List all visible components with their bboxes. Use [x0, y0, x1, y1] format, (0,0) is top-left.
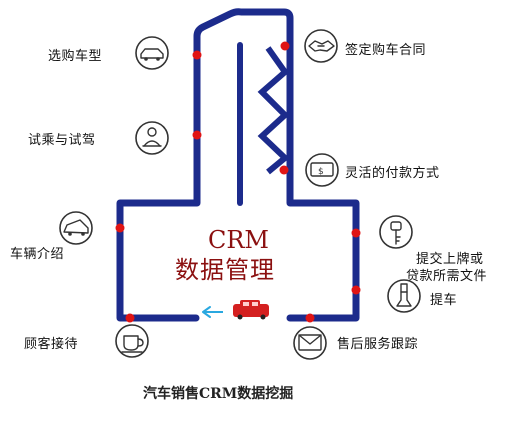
- svg-text:$: $: [318, 167, 324, 177]
- node-payment: [279, 165, 289, 175]
- label-documents-line2: 贷款所需文件: [406, 269, 487, 284]
- key-tag-icon: [379, 215, 413, 249]
- coffee-cup-icon: [115, 324, 149, 358]
- car-marker-icon: [233, 300, 269, 320]
- label-test-drive: 试乘与试驾: [28, 133, 96, 148]
- label-after-sales: 售后服务跟踪: [337, 336, 418, 352]
- car-side-icon: [59, 211, 93, 245]
- node-after-sales: [305, 313, 315, 323]
- node-test-drive: [192, 130, 202, 140]
- key-teeth: [257, 46, 290, 175]
- caption: 汽车销售CRM数据挖掘: [143, 385, 293, 402]
- label-vehicle-intro: 车辆介绍: [10, 246, 64, 262]
- node-introduction: [115, 223, 125, 233]
- label-pickup: 提车: [430, 292, 457, 308]
- node-contract: [280, 41, 290, 51]
- node-reception: [125, 313, 135, 323]
- node-pickup: [351, 285, 361, 295]
- envelope-icon: [293, 326, 327, 360]
- driver-icon: [135, 121, 169, 155]
- label-reception: 顾客接待: [24, 336, 78, 352]
- node-select-car: [192, 50, 202, 60]
- handshake-icon: [304, 29, 338, 63]
- title-crm: CRM: [208, 226, 269, 254]
- wrench-icon: [387, 279, 421, 313]
- label-documents-line1: 提交上牌或: [416, 251, 484, 267]
- label-payment: 灵活的付款方式: [345, 165, 440, 181]
- label-contract: 签定购车合同: [345, 42, 426, 58]
- key-path: [116, 8, 360, 322]
- car-icon: [135, 36, 169, 70]
- money-icon: $: [305, 153, 339, 187]
- title-data-management: 数据管理: [175, 256, 275, 284]
- direction-arrow-icon: [202, 306, 223, 318]
- label-select-car: 选购车型: [48, 48, 102, 64]
- node-documents: [351, 228, 361, 238]
